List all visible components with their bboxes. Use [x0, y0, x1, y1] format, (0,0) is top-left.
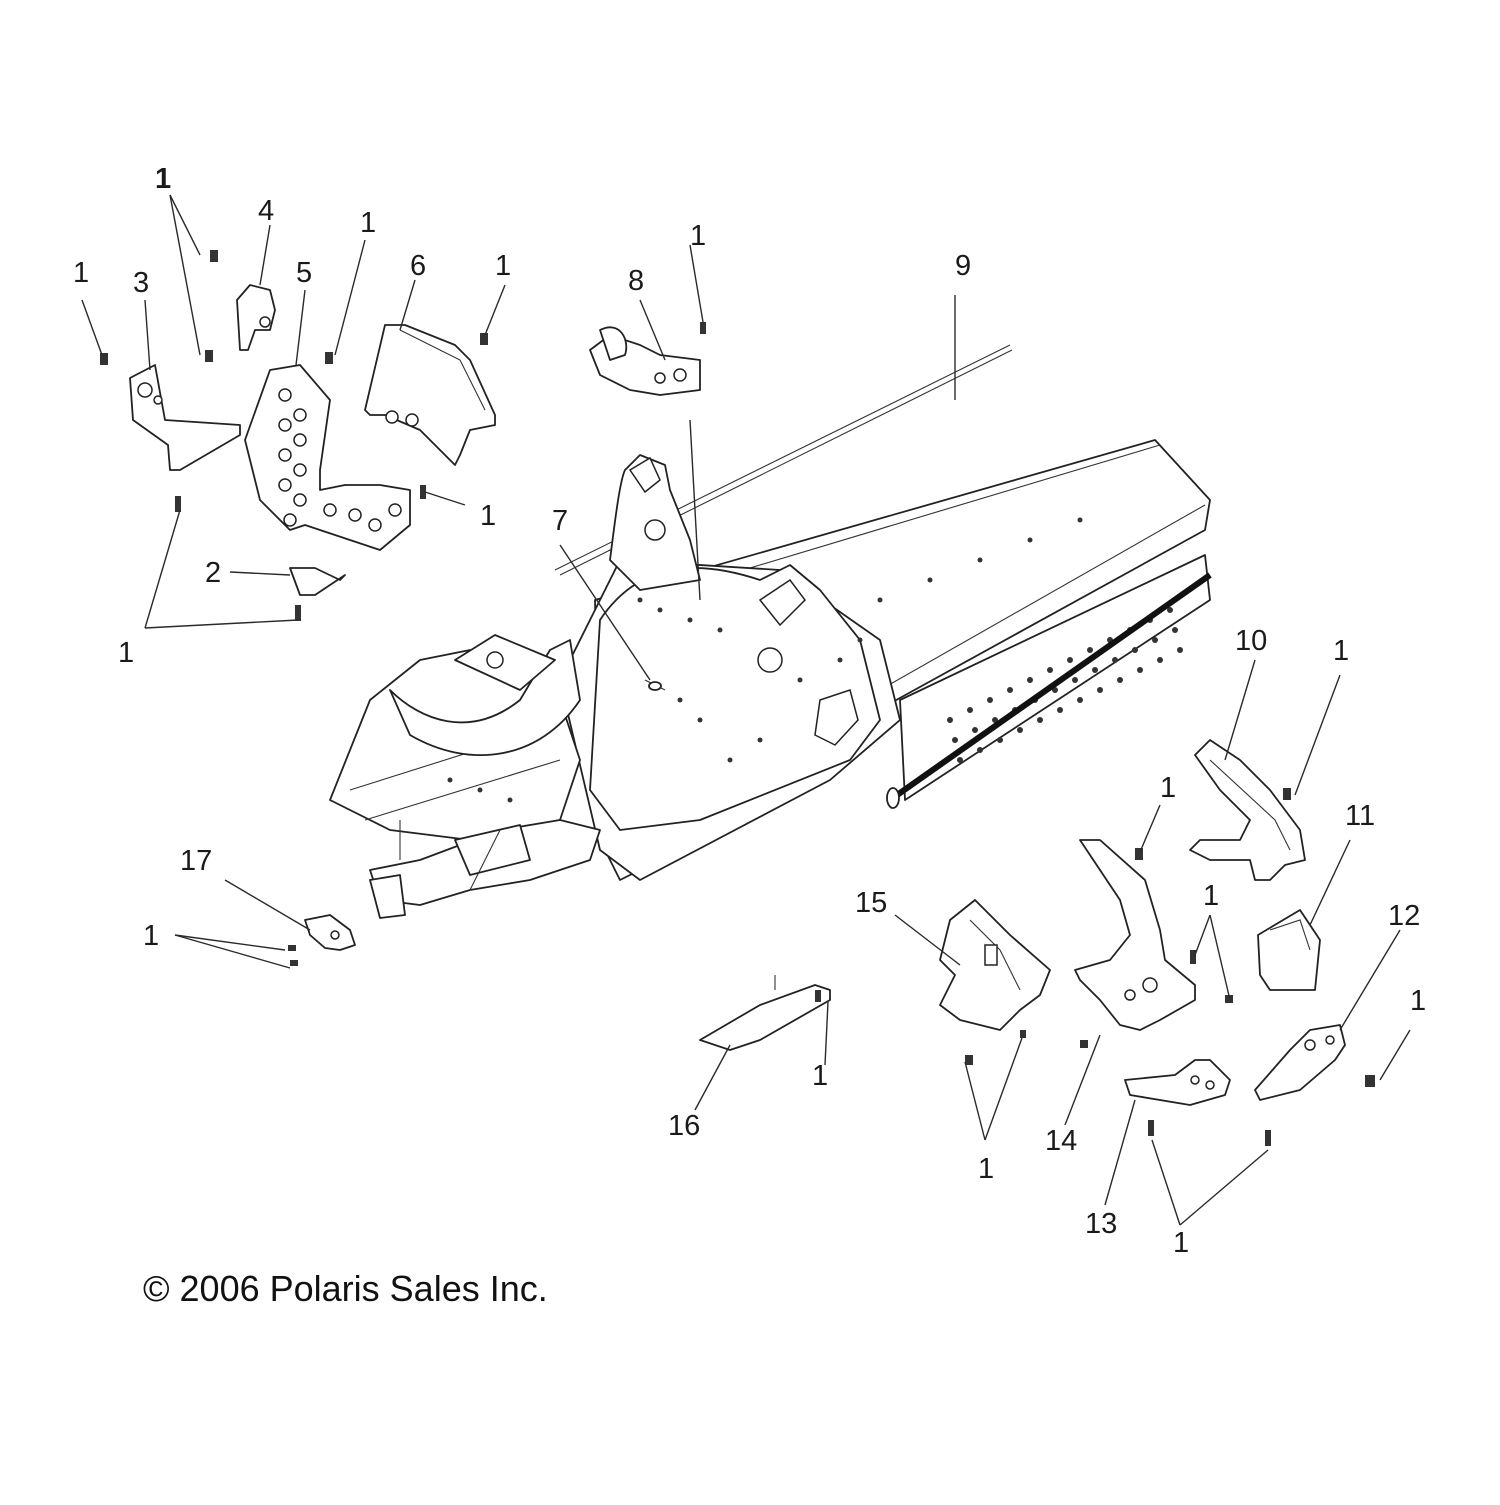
callout-label: 2: [205, 557, 221, 589]
part-4-bracket: [236, 284, 276, 351]
callout-label: 6: [410, 250, 426, 282]
callout-label: 16: [668, 1110, 700, 1142]
part-13-bracket: [1124, 1059, 1231, 1106]
callout-label: 1: [480, 500, 496, 532]
part-15-cover: [939, 899, 1051, 1031]
callout-label: 12: [1388, 900, 1420, 932]
callout-label: 1: [1173, 1227, 1189, 1259]
callout-label: 1: [1333, 635, 1349, 667]
callout-label: 3: [133, 267, 149, 299]
callout-label: 14: [1045, 1125, 1077, 1157]
callout-label: 1: [1203, 880, 1219, 912]
callout-labels: 1 1 3 4 5 1 6 1 1 8 9 1 7 2 1 10 1 11 1 …: [73, 163, 1426, 1259]
part-17-bracket: [304, 914, 356, 951]
callout-label: 4: [258, 195, 274, 227]
part-3-bracket: [129, 364, 241, 471]
callout-label: 17: [180, 845, 212, 877]
callout-label: 1: [143, 920, 159, 952]
part-5-footrest: [244, 364, 411, 551]
part-12-bracket: [1254, 1024, 1346, 1101]
callout-label: 1: [360, 207, 376, 239]
part-11-cover: [1257, 909, 1321, 991]
part-10-bracket: [1189, 739, 1306, 881]
callout-label: 1: [118, 637, 134, 669]
callout-label: 1: [155, 163, 171, 195]
callout-label: 1: [1410, 985, 1426, 1017]
callout-label: 9: [955, 250, 971, 282]
callout-label: 1: [73, 257, 89, 289]
part-16-skid-plate: [699, 975, 831, 1051]
chassis-frame: [329, 344, 1212, 919]
leader-lines: [81, 194, 1411, 1226]
running-board: [886, 554, 1212, 809]
callout-label: 13: [1085, 1208, 1117, 1240]
callout-label: 1: [978, 1153, 994, 1185]
callout-label: 7: [552, 505, 568, 537]
part-6-bracket: [364, 324, 496, 466]
callout-label: 1: [1160, 772, 1176, 804]
frame-rivet-holes: [447, 517, 1083, 803]
callout-label: 1: [812, 1060, 828, 1092]
part-8-bracket: [589, 326, 701, 396]
callout-label: 1: [690, 220, 706, 252]
part-14-bracket: [1074, 839, 1196, 1031]
callout-label: 10: [1235, 625, 1267, 657]
copyright-notice: © 2006 Polaris Sales Inc.: [143, 1268, 548, 1309]
part-2-bracket: [289, 567, 346, 596]
callout-label: 1: [495, 250, 511, 282]
callout-label: 11: [1345, 800, 1375, 832]
rivet-fasteners: [100, 250, 1375, 1146]
callout-label: 15: [855, 887, 887, 919]
callout-label: 5: [296, 257, 312, 289]
callout-label: 8: [628, 265, 644, 297]
